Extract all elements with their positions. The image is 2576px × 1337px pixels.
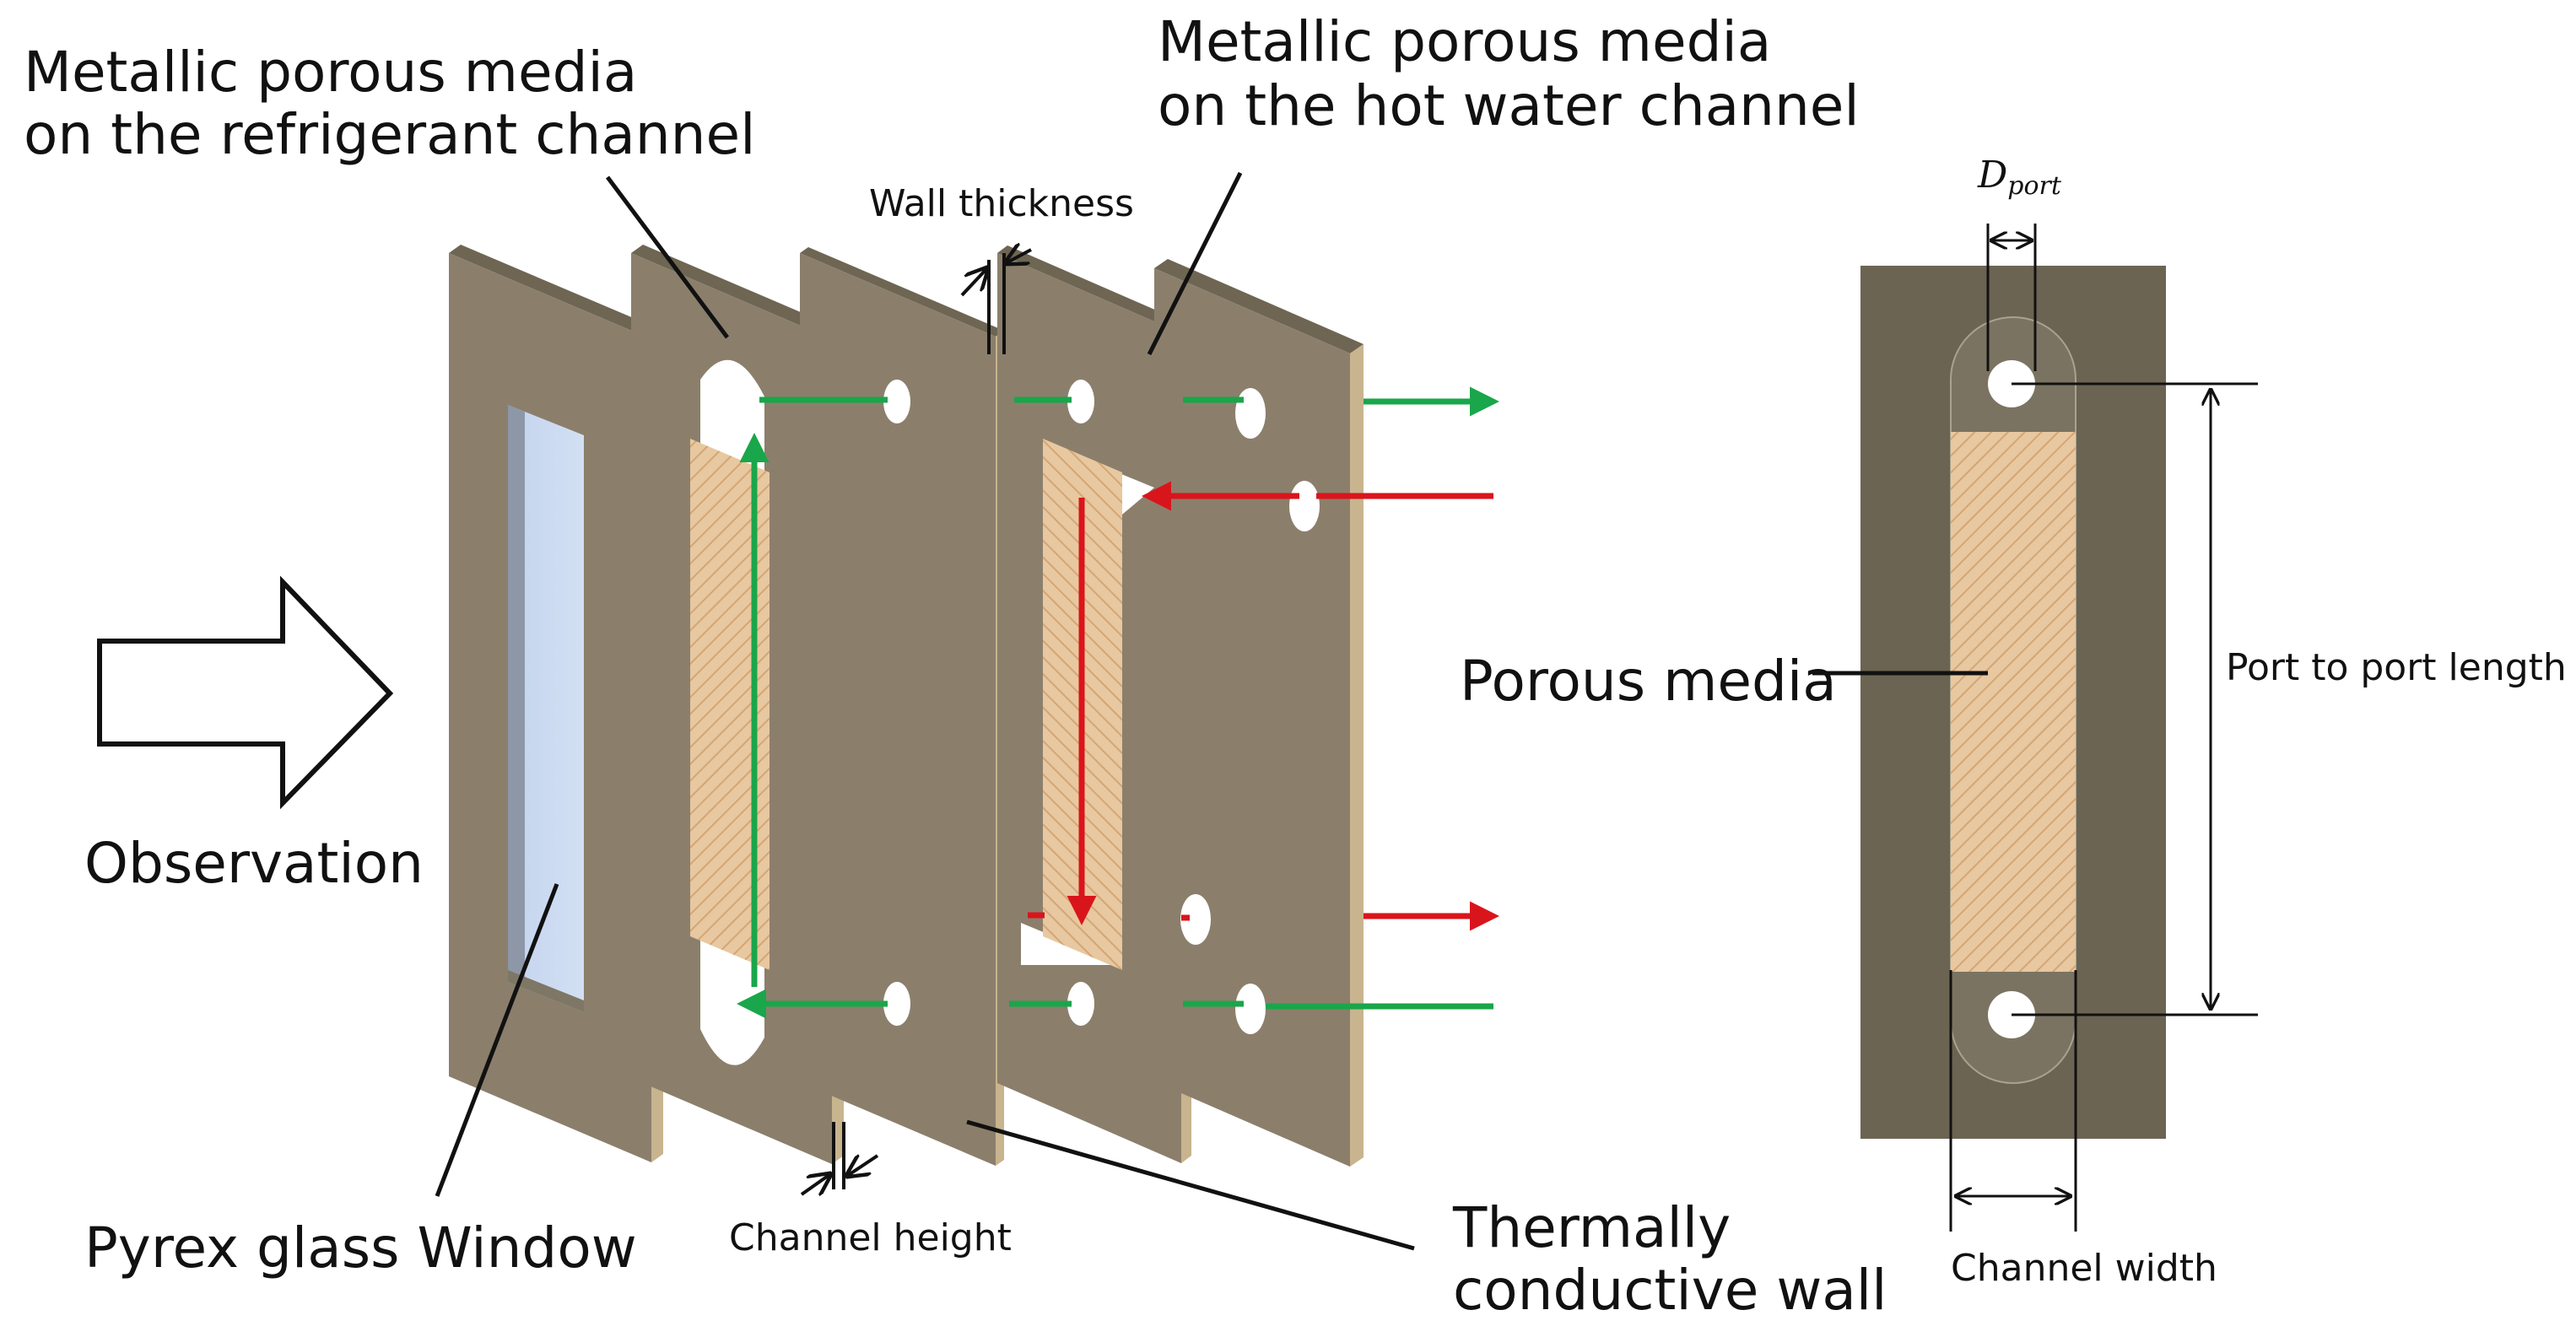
pyrex-glass-window — [508, 405, 584, 1012]
port-hole — [883, 380, 910, 423]
refrigerant-porous-media — [690, 439, 770, 970]
port-hole — [1289, 481, 1320, 531]
wall-thickness-marker — [960, 250, 1032, 354]
label-observation: Observation — [84, 831, 424, 896]
label-porous-media: Porous media — [1460, 649, 1837, 714]
label-hotwater-media-line1: Metallic porous media — [1158, 9, 1771, 74]
label-dport: Dport — [1977, 154, 2062, 201]
dport-dimension — [1986, 224, 2037, 371]
label-refrigerant-media-line2: on the refrigerant channel — [24, 102, 755, 167]
label-port-to-port: Port to port length — [2226, 646, 2567, 689]
label-dport-main: D — [1977, 154, 2007, 197]
port-hole — [1235, 984, 1266, 1034]
observation-arrow — [97, 575, 394, 810]
label-wall-thickness: Wall thickness — [869, 182, 1134, 225]
label-channel-height: Channel height — [729, 1216, 1012, 1259]
detail-porous-media — [1951, 432, 2076, 972]
leader-pyrex-window — [435, 883, 559, 1197]
channel-width-dimension — [1949, 970, 2077, 1232]
label-pyrex-window: Pyrex glass Window — [84, 1216, 637, 1280]
leader-refrigerant-media — [605, 175, 730, 339]
window-plate — [449, 245, 663, 1162]
port-hole — [883, 982, 910, 1026]
refrigerant-channel-plate — [631, 245, 844, 1164]
port-to-port-dimension — [2012, 382, 2258, 1016]
label-thermal-wall-line2: conductive wall — [1453, 1258, 1887, 1323]
label-dport-sub: port — [2007, 171, 2062, 201]
detail-plate-view — [1860, 266, 2166, 1139]
label-hotwater-media-line2: on the hot water channel — [1158, 73, 1860, 138]
back-plate — [1142, 259, 1364, 1167]
port-hole — [1180, 894, 1211, 945]
channel-height-marker — [800, 1122, 879, 1194]
leader-hotwater-media — [1147, 171, 1243, 356]
label-channel-width: Channel width — [1951, 1247, 2217, 1290]
port-hole — [1067, 380, 1094, 423]
label-thermal-wall-line1: Thermally — [1452, 1195, 1731, 1260]
label-refrigerant-media-line1: Metallic porous media — [24, 40, 637, 105]
port-hole — [1067, 982, 1094, 1026]
leader-thermal-wall — [966, 1119, 1415, 1251]
port-hole — [1235, 388, 1266, 439]
